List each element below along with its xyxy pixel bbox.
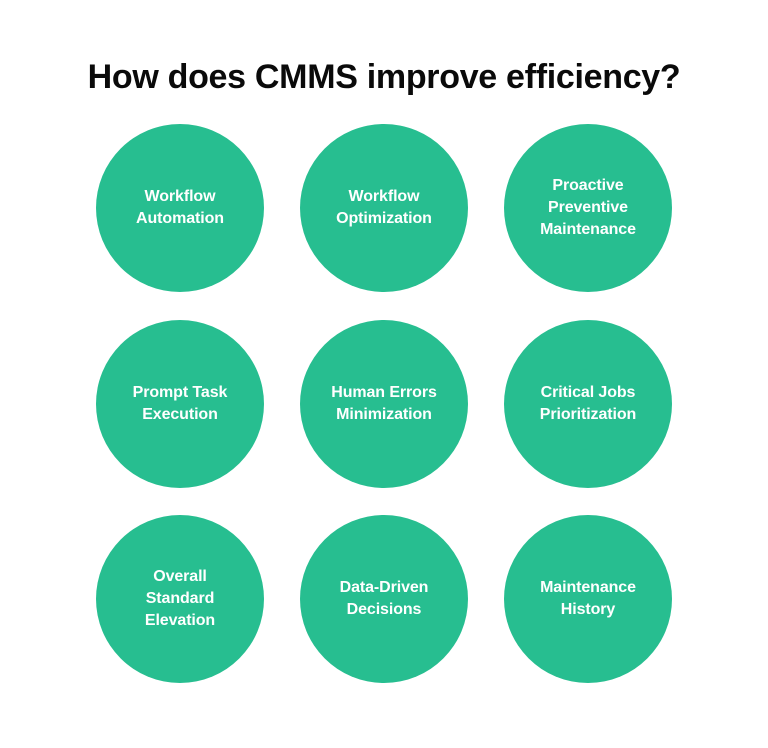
benefit-circle-human-errors-minimization: Human Errors Minimization: [300, 320, 468, 488]
benefit-circle-critical-jobs-prioritization: Critical Jobs Prioritization: [504, 320, 672, 488]
benefit-label: Proactive Preventive Maintenance: [540, 177, 636, 238]
benefit-circle-workflow-automation: Workflow Automation: [96, 124, 264, 292]
benefit-circle-workflow-optimization: Workflow Optimization: [300, 124, 468, 292]
benefit-circle-proactive-preventive-maintenance: Proactive Preventive Maintenance: [504, 124, 672, 292]
benefit-circle-data-driven-decisions: Data-Driven Decisions: [300, 515, 468, 683]
benefit-label: Human Errors Minimization: [331, 384, 437, 423]
diagram-title: How does CMMS improve efficiency?: [87, 58, 681, 96]
benefit-circle-maintenance-history: Maintenance History: [504, 515, 672, 683]
benefit-label: Maintenance History: [540, 579, 636, 618]
benefit-label: Data-Driven Decisions: [339, 579, 429, 618]
benefit-label: Overall Standard Elevation: [144, 568, 216, 629]
benefit-label: Workflow Optimization: [336, 188, 432, 227]
benefit-label: Workflow Automation: [136, 188, 224, 227]
benefit-circle-prompt-task-execution: Prompt Task Execution: [96, 320, 264, 488]
benefit-label: Critical Jobs Prioritization: [539, 384, 637, 423]
benefit-circle-overall-standard-elevation: Overall Standard Elevation: [96, 515, 264, 683]
benefit-label: Prompt Task Execution: [132, 384, 228, 423]
benefits-grid: Workflow Automation Workflow Optimizatio…: [96, 124, 672, 684]
